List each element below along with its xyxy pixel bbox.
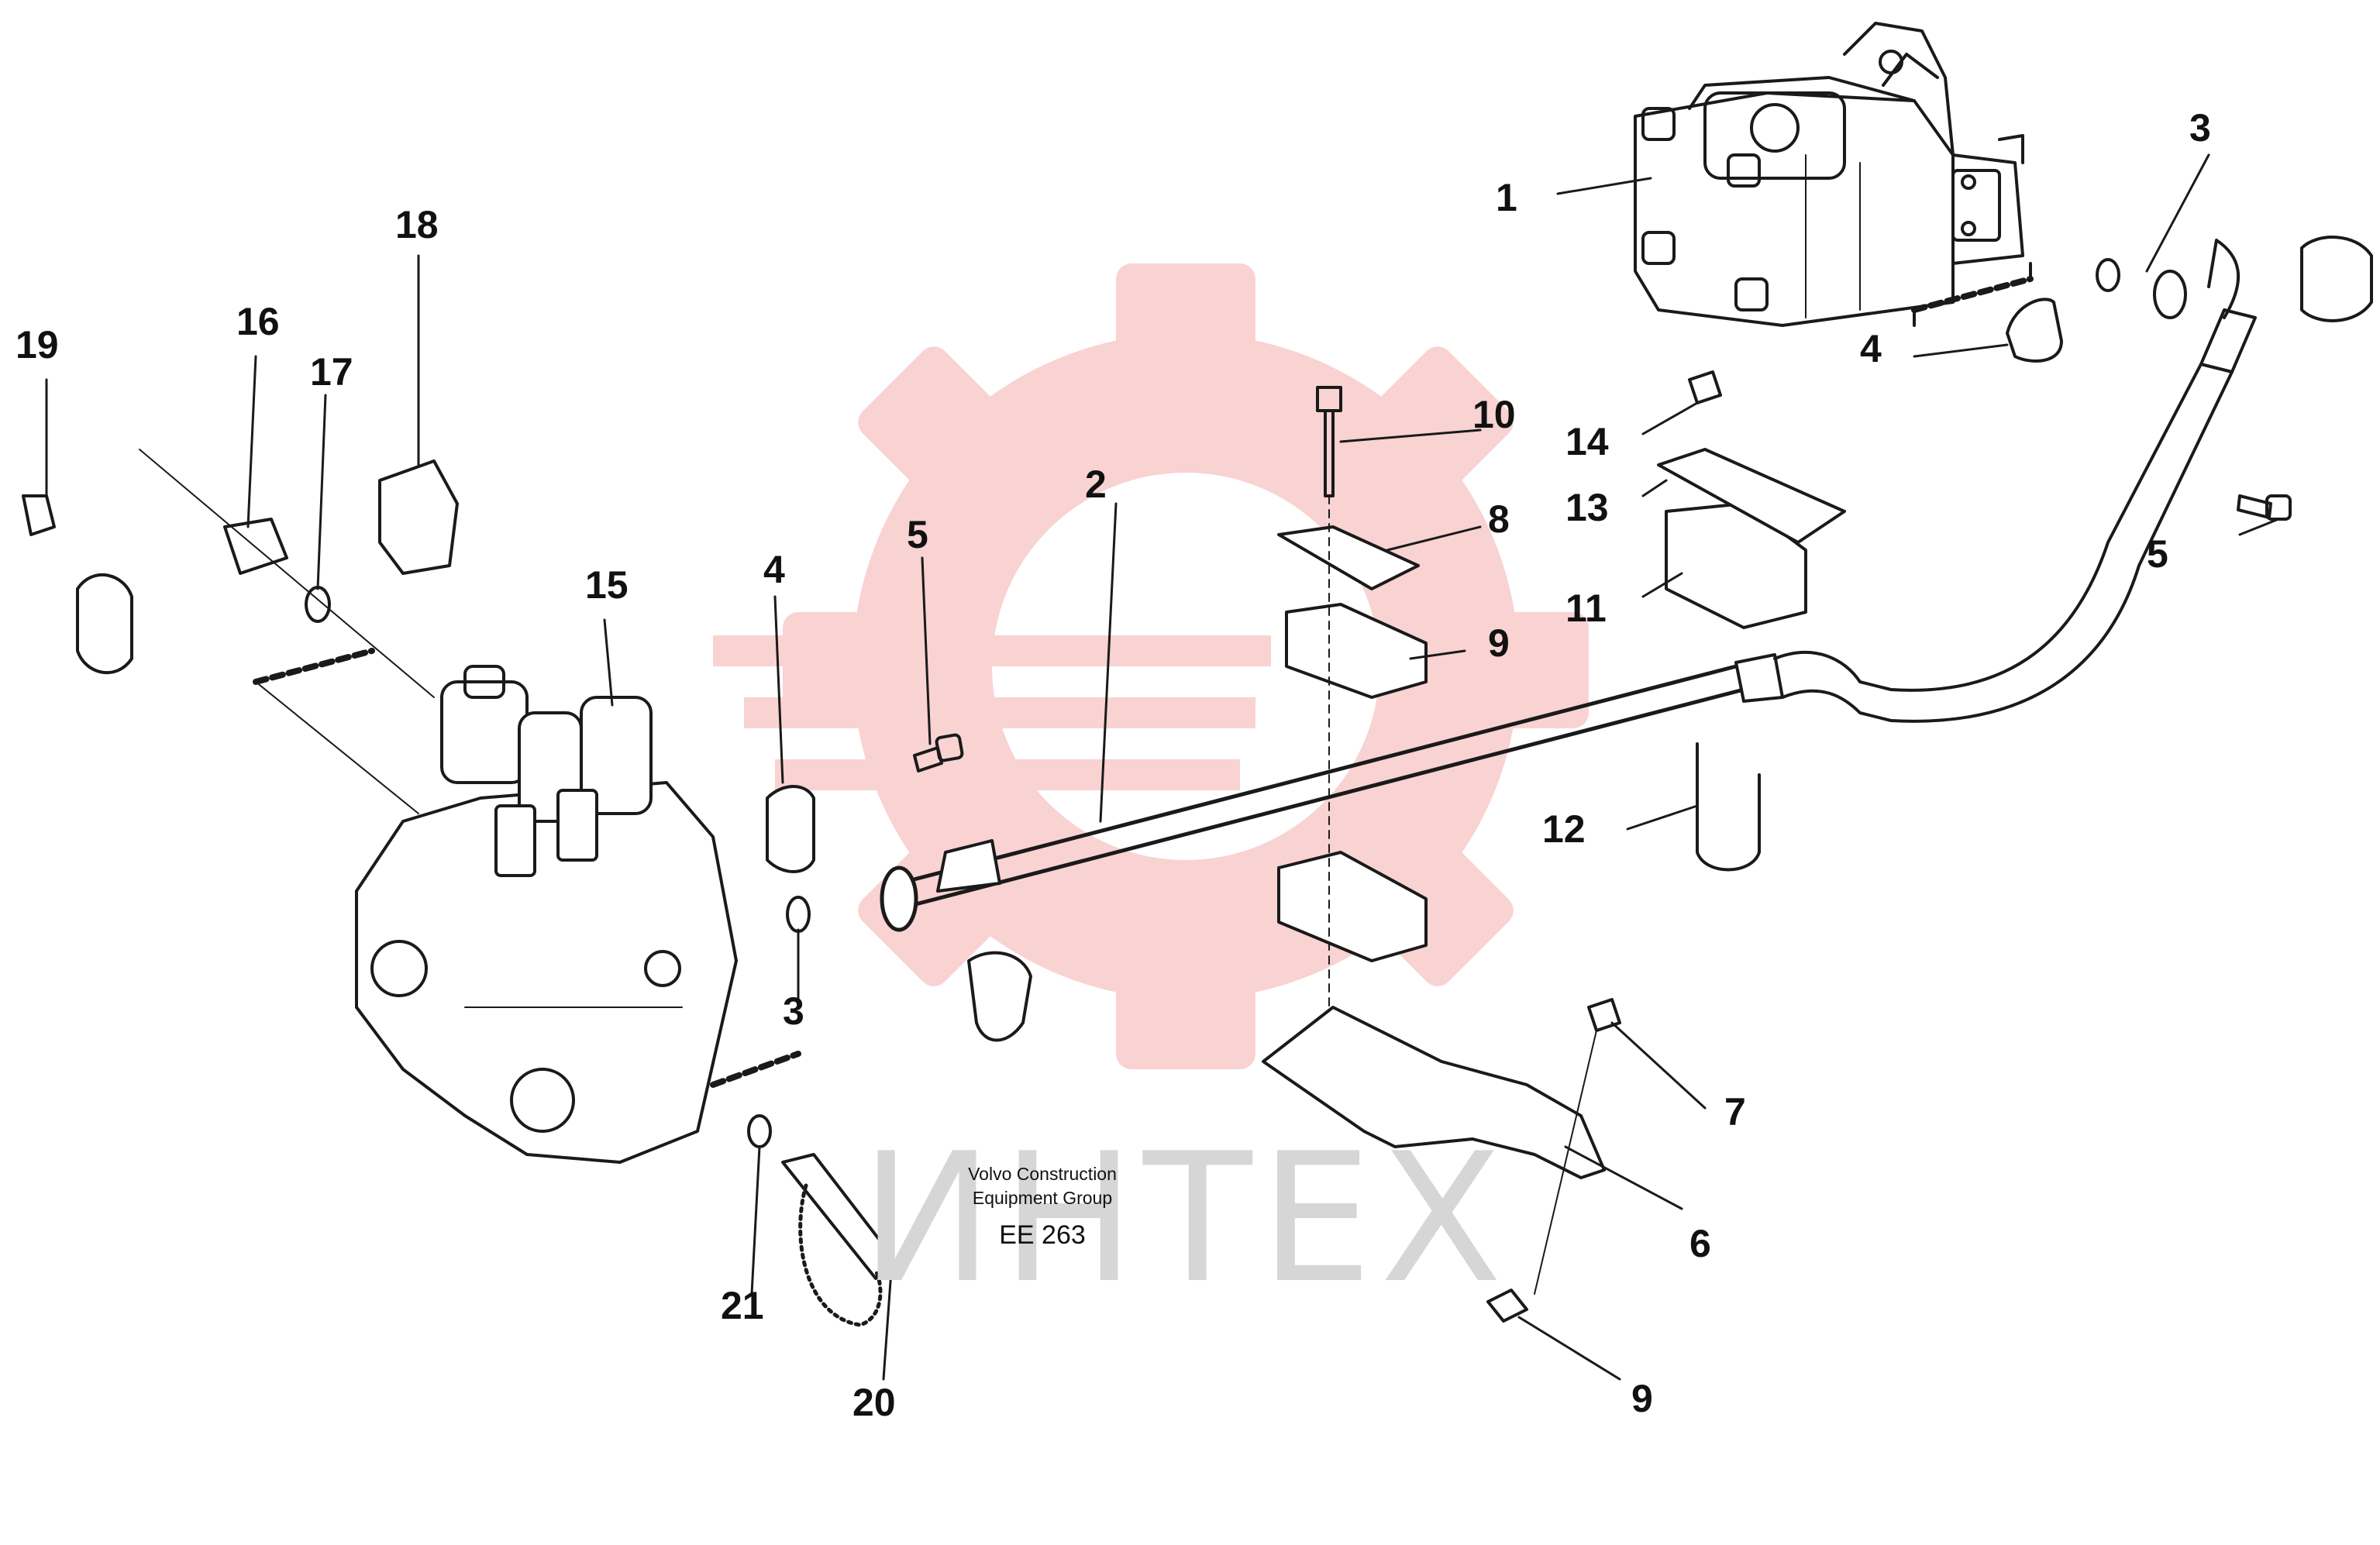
screw-7	[1587, 998, 1621, 1032]
caption-company-line1: Volvo Construction	[968, 1164, 1117, 1184]
callout-16: 16	[236, 300, 280, 343]
callout-8: 8	[1488, 497, 1510, 541]
callout-4-right: 4	[1860, 327, 1882, 370]
callout-1: 1	[1496, 176, 1517, 219]
caption-company-line2: Equipment Group	[972, 1188, 1113, 1208]
flange-half-4-right	[2006, 298, 2063, 363]
u-bolt-12	[1696, 742, 1761, 872]
control-valve-15	[355, 665, 738, 1164]
clamp-block-9-lower	[1277, 851, 1428, 962]
test-nipple-20	[781, 1153, 893, 1280]
mounting-bracket-6	[1262, 1006, 1606, 1179]
nut-14	[1688, 370, 1722, 404]
o-ring-21	[747, 1114, 772, 1148]
main-hose	[880, 239, 2257, 932]
callout-6: 6	[1689, 1222, 1711, 1265]
callout-18: 18	[395, 203, 439, 246]
callout-17: 17	[310, 350, 353, 394]
callout-21: 21	[721, 1284, 764, 1327]
flange-18	[378, 459, 459, 575]
screw-5-left	[913, 746, 943, 772]
callout-4-left: 4	[763, 548, 785, 591]
callout-3-right: 3	[2189, 106, 2211, 150]
callout-13: 13	[1565, 486, 1609, 529]
o-ring-3-right	[2096, 258, 2120, 292]
hydraulic-pump	[1634, 22, 2024, 327]
callout-10: 10	[1472, 393, 1516, 436]
callout-14: 14	[1565, 420, 1609, 463]
flange-half-19	[76, 573, 133, 674]
nut-9-lower	[1486, 1289, 1528, 1323]
clamp-plate-8	[1277, 525, 1420, 590]
clamp-plate-13	[1657, 448, 1846, 544]
callout-9-lower: 9	[1631, 1377, 1653, 1420]
callout-7: 7	[1724, 1090, 1746, 1134]
callout-15: 15	[585, 563, 629, 607]
callout-11: 11	[1565, 587, 1607, 630]
flange-half-4-left	[766, 785, 815, 873]
valve-dashed-marker-top	[253, 648, 375, 685]
caption-diagram-code: EE 263	[999, 1220, 1086, 1250]
valve-dashed-marker-bottom	[710, 1051, 801, 1088]
line-art	[22, 22, 2373, 1381]
dust-cap-chain	[798, 1183, 883, 1327]
watermark-text: ИНТЕХ	[860, 1116, 1510, 1323]
flange-half-top-right	[2300, 236, 2373, 322]
watermark-gear-logo	[713, 263, 1589, 1069]
callout-19: 19	[15, 323, 59, 366]
clamp-block-9-upper	[1285, 603, 1428, 699]
pump-dashed-marker	[1911, 276, 2034, 313]
callout-12: 12	[1542, 807, 1586, 851]
callout-2: 2	[1085, 463, 1107, 506]
callout-20: 20	[852, 1381, 896, 1424]
callout-5-left: 5	[907, 513, 928, 556]
screw-10	[1316, 386, 1342, 412]
callout-3-left: 3	[783, 989, 804, 1033]
callout-5-right: 5	[2147, 532, 2168, 576]
flange-half-mid	[967, 951, 1032, 1042]
o-ring-3-left	[786, 896, 811, 933]
callout-9-upper: 9	[1488, 621, 1510, 665]
screw-19	[22, 494, 56, 536]
